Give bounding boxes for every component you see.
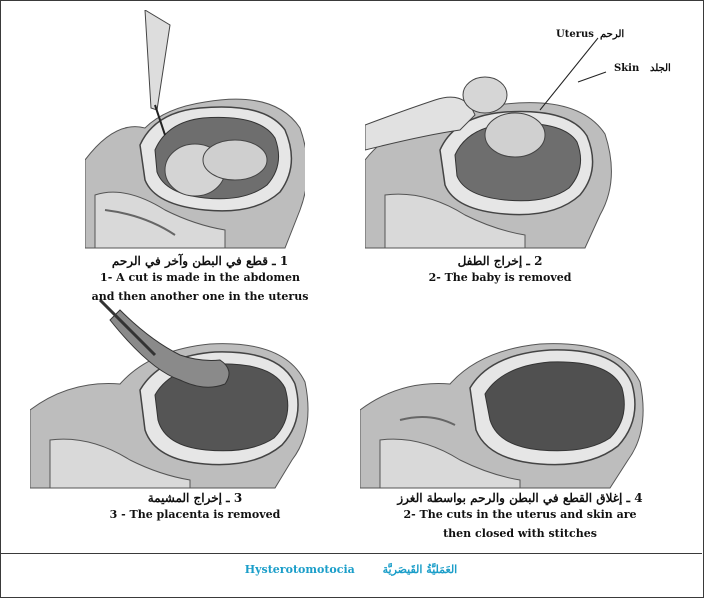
panel-1-caption: 1 ـ قطع في البطن وآخر في الرحم 1- A cut … [40, 254, 360, 306]
panel-4-caption-en-line2: then closed with stitches [370, 524, 670, 543]
panel-2-caption-ar: 2 ـ إخراج الطفل [380, 254, 620, 268]
panel-2-caption: 2 ـ إخراج الطفل 2- The baby is removed [380, 254, 620, 287]
footer-divider [0, 553, 702, 554]
panel-3-caption: 3 ـ إخراج المشيمة 3 - The placenta is re… [60, 491, 330, 524]
panel-4-caption-en-line1: 2- The cuts in the uterus and skin are [370, 505, 670, 524]
panel-2-caption-en-line1: 2- The baby is removed [380, 268, 620, 287]
panel-1-caption-en-line2: and then another one in the uterus [40, 287, 360, 306]
label-uterus-en: Uterus [556, 29, 594, 40]
panel-4-caption-ar: 4 ـ إغلاق القطع في البطن والرحم بواسطة ا… [370, 491, 670, 505]
panel-4-illustration [360, 300, 650, 490]
footer-title-ar: العَمَليَّةُ القَيصَريَّة [383, 563, 458, 576]
panel-3-caption-ar: 3 ـ إخراج المشيمة [60, 491, 330, 505]
panel-3-caption-en-line1: 3 - The placenta is removed [60, 505, 330, 524]
label-uterus-ar: الرحم [600, 29, 624, 40]
panel-3-illustration [30, 300, 310, 490]
label-pointer-lines [530, 30, 680, 130]
panel-1-caption-ar: 1 ـ قطع في البطن وآخر في الرحم [40, 254, 360, 268]
label-skin-en: Skin [614, 63, 639, 74]
label-skin-ar: الجلد [650, 63, 671, 74]
panel-1-illustration [85, 10, 305, 250]
figure-footer: Hysterotomotocia العَمَليَّةُ القَيصَريَ… [0, 563, 702, 576]
footer-title-en: Hysterotomotocia [245, 563, 355, 576]
panel-1-caption-en-line1: 1- A cut is made in the abdomen [40, 268, 360, 287]
panel-4-caption: 4 ـ إغلاق القطع في البطن والرحم بواسطة ا… [370, 491, 670, 543]
